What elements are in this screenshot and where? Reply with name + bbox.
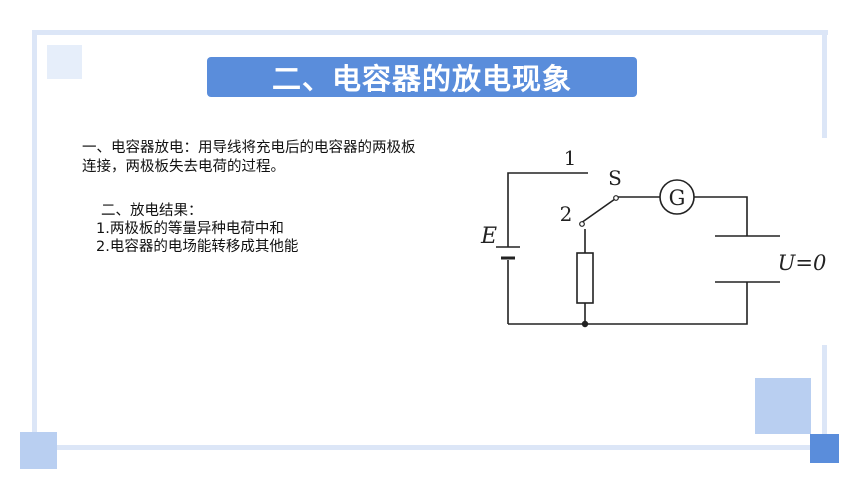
resistor xyxy=(576,252,594,304)
switch-pivot xyxy=(579,221,585,227)
frame-right-line-upper xyxy=(822,30,827,138)
wire-g-to-capacitor xyxy=(694,196,748,236)
galvanometer-label: G xyxy=(669,186,686,210)
switch-label: S xyxy=(608,166,622,190)
circuit-diagram: G 1 2 S E U=0 xyxy=(480,146,827,328)
results-heading: 二、放电结果： xyxy=(101,203,203,219)
decor-square-top-left xyxy=(47,45,82,79)
result-item-2: 2.电容器的电场能转移成其他能 xyxy=(96,239,299,255)
terminal-2-label: 2 xyxy=(560,202,573,226)
emf-label: E xyxy=(480,224,497,249)
definition-line-2: 连接，两极板失去电荷的过程。 xyxy=(82,159,285,175)
frame-right-line-lower xyxy=(822,345,827,448)
frame-top-line xyxy=(32,30,828,35)
junction-dot xyxy=(581,320,589,328)
voltage-label: U=0 xyxy=(778,251,827,275)
switch-blade xyxy=(580,198,616,224)
page-title: 二、电容器的放电现象 xyxy=(207,57,637,97)
wire-bottom xyxy=(508,282,748,325)
decor-square-bottom-left xyxy=(20,432,57,469)
definition-line-1: 一、电容器放电：用导线将充电后的电容器的两极板 xyxy=(82,140,416,156)
terminal-1-label: 1 xyxy=(564,146,577,170)
frame-left-line xyxy=(32,30,37,450)
galvanometer xyxy=(659,179,695,215)
wire-top-left xyxy=(507,172,588,220)
frame-bottom-line xyxy=(32,445,832,450)
switch-contact-1 xyxy=(613,195,619,201)
decor-square-bottom-right-small xyxy=(810,434,839,463)
result-item-1: 1.两极板的等量异种电荷中和 xyxy=(96,221,284,237)
decor-square-bottom-right-large xyxy=(755,378,811,434)
